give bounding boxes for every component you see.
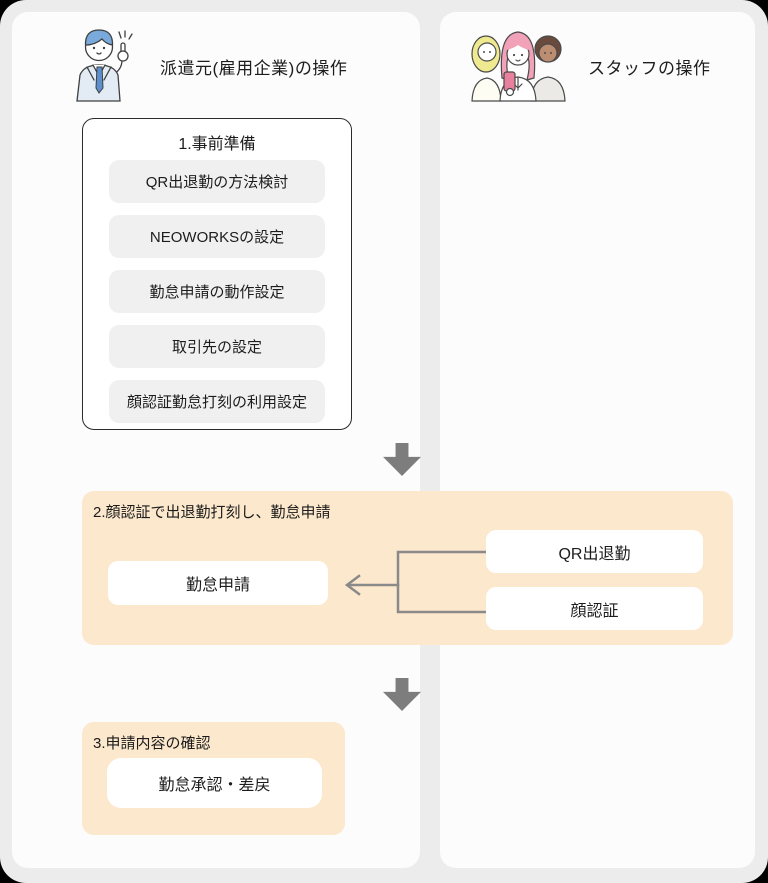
step1-item-neoworks-setting: NEOWORKSの設定 (109, 215, 325, 258)
step1-preparation-box: 1.事前準備 QR出退勤の方法検討 NEOWORKSの設定 勤怠申請の動作設定 … (82, 118, 352, 430)
staff-panel (440, 12, 755, 868)
step1-title: 1.事前準備 (178, 136, 256, 153)
step3-title: 3.申請内容の確認 (93, 735, 211, 752)
staff-panel-title: スタッフの操作 (588, 59, 711, 78)
face-recognition-node: 顔認証 (486, 587, 703, 630)
step3-box: 3.申請内容の確認 勤怠承認・差戻 (82, 722, 345, 835)
step1-item-face-clock-setting: 顔認証勤怠打刻の利用設定 (109, 380, 325, 423)
dispatcher-panel-title: 派遣元(雇用企業)の操作 (160, 59, 348, 78)
step2-title: 2.顔認証で出退勤打刻し、勤怠申請 (93, 504, 331, 521)
step1-item-client-setting: 取引先の設定 (109, 325, 325, 368)
staff-group-illustration (464, 22, 572, 102)
businessman-pointing-illustration (64, 22, 136, 102)
step2-box: 2.顔認証で出退勤打刻し、勤怠申請 勤怠申請 QR出退勤 顔認証 (82, 491, 733, 645)
step1-item-qr-method: QR出退勤の方法検討 (109, 160, 325, 203)
attendance-approval-node: 勤怠承認・差戻 (107, 758, 322, 808)
step1-item-request-behavior: 勤怠申請の動作設定 (109, 270, 325, 313)
qr-clock-node: QR出退勤 (486, 530, 703, 573)
attendance-request-node: 勤怠申請 (108, 561, 328, 605)
